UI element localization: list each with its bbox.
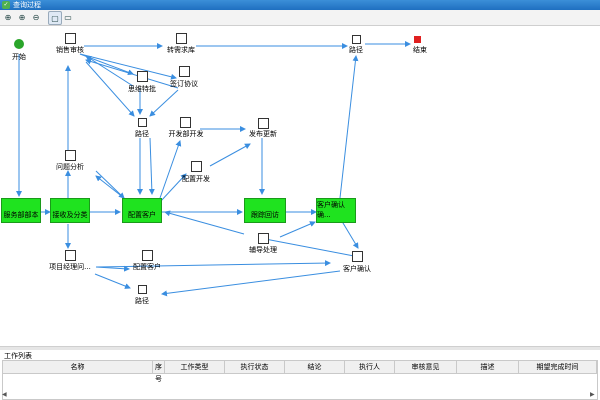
- col-type[interactable]: 工作类型: [165, 361, 225, 373]
- col-conclusion[interactable]: 结论: [285, 361, 345, 373]
- transfer-demand-icon[interactable]: [176, 33, 187, 44]
- customer-confirm-box-label: 客户确认确...: [317, 201, 345, 219]
- node-special-approve-label: 思维特批: [128, 85, 156, 93]
- config-customer-node[interactable]: 配置客户: [122, 198, 162, 223]
- app-logo-icon: ✓: [2, 1, 10, 9]
- route-bottom-icon[interactable]: [138, 285, 147, 294]
- node-route-bottom-label: 路径: [135, 297, 149, 305]
- node-route-top-label: 路径: [349, 46, 363, 54]
- node-dev-dept-label: 开发部开发: [168, 130, 204, 138]
- sign-agreement-icon[interactable]: [179, 66, 190, 77]
- node-sales-approve-label: 销售审核: [56, 46, 84, 54]
- zoom-in-button[interactable]: ⊕: [16, 11, 28, 23]
- zoom-in-icon: ⊕: [18, 12, 26, 22]
- zoom-fit-button[interactable]: ⊕: [2, 11, 14, 23]
- node-customer-confirm-label: 客户确认: [343, 265, 371, 273]
- receive-assign-label: 接收及分类: [52, 211, 88, 219]
- route-top-icon[interactable]: [352, 35, 361, 44]
- project-manager-icon[interactable]: [65, 250, 76, 261]
- node-config-client-label: 配置客户: [133, 263, 161, 271]
- service-dept-node[interactable]: 服务部部本: [1, 198, 41, 223]
- start-node-icon[interactable]: [14, 39, 24, 49]
- worklist-table: 名称 序号 工作类型 执行状态 结论 执行人 审核意见 描述 期望完成时间: [2, 360, 598, 400]
- view-icon: ▭: [64, 12, 72, 22]
- col-executor[interactable]: 执行人: [345, 361, 395, 373]
- select-icon: ▢: [51, 13, 59, 23]
- node-project-manager-label: 项目经理问...: [49, 263, 91, 271]
- scroll-left-icon[interactable]: ◀: [2, 391, 7, 398]
- config-customer-label: 配置客户: [128, 211, 156, 219]
- sales-approve-icon[interactable]: [65, 33, 76, 44]
- service-dept-label: 服务部部本: [3, 211, 39, 219]
- scroll-right-icon[interactable]: ▶: [590, 391, 595, 398]
- col-review[interactable]: 审核意见: [395, 361, 457, 373]
- toolbar: ⊕ ⊕ ⊖ ▢ ▭: [0, 10, 600, 26]
- config-client-icon[interactable]: [142, 250, 153, 261]
- config-dev-icon[interactable]: [191, 161, 202, 172]
- worklist-title: 工作列表: [4, 352, 32, 360]
- zoom-out-icon: ⊖: [32, 12, 40, 22]
- worklist-header: 名称 序号 工作类型 执行状态 结论 执行人 审核意见 描述 期望完成时间: [3, 361, 597, 383]
- zoom-fit-icon: ⊕: [4, 12, 12, 22]
- node-sign-agreement-label: 签订协议: [170, 80, 198, 88]
- node-problem-analysis-label: 问题分析: [56, 163, 84, 171]
- node-end-label: 结束: [413, 46, 427, 54]
- dev-dept-icon[interactable]: [180, 117, 191, 128]
- zoom-out-button[interactable]: ⊖: [30, 11, 42, 23]
- view-button[interactable]: ▭: [62, 11, 74, 23]
- follow-review-node[interactable]: 跟踪回访: [244, 198, 286, 223]
- route-mid-icon[interactable]: [138, 118, 147, 127]
- node-config-dev-label: 配置开发: [182, 175, 210, 183]
- window-titlebar: ✓ 查询过程: [0, 0, 600, 10]
- customer-confirm-box-node[interactable]: 客户确认确...: [316, 198, 356, 223]
- col-name[interactable]: 名称: [3, 361, 153, 373]
- customer-confirm-icon[interactable]: [352, 251, 363, 262]
- node-transfer-demand-label: 转需求库: [167, 46, 195, 54]
- col-expected-time[interactable]: 期望完成时间: [519, 361, 597, 373]
- guidance-icon[interactable]: [258, 233, 269, 244]
- workflow-canvas[interactable]: 开始 销售审核 转需求库 路径 结束 思维特批 签订协议 路径 开发部开发 发布…: [0, 26, 600, 346]
- publish-update-icon[interactable]: [258, 118, 269, 129]
- node-publish-update-label: 发布更新: [249, 130, 277, 138]
- window-title: 查询过程: [13, 1, 41, 9]
- col-desc[interactable]: 描述: [457, 361, 519, 373]
- end-node-icon[interactable]: [414, 36, 421, 43]
- splitter[interactable]: [0, 346, 600, 350]
- select-button[interactable]: ▢: [48, 11, 62, 25]
- col-seq[interactable]: 序号: [153, 361, 165, 383]
- col-status[interactable]: 执行状态: [225, 361, 285, 373]
- workflow-edges: [16, 41, 411, 297]
- problem-analysis-icon[interactable]: [65, 150, 76, 161]
- special-approve-icon[interactable]: [137, 71, 148, 82]
- receive-assign-node[interactable]: 接收及分类: [50, 198, 90, 223]
- node-route-mid-label: 路径: [135, 130, 149, 138]
- node-guidance-label: 辅导处理: [249, 246, 277, 254]
- node-start-label: 开始: [12, 53, 26, 61]
- follow-review-label: 跟踪回访: [251, 211, 279, 219]
